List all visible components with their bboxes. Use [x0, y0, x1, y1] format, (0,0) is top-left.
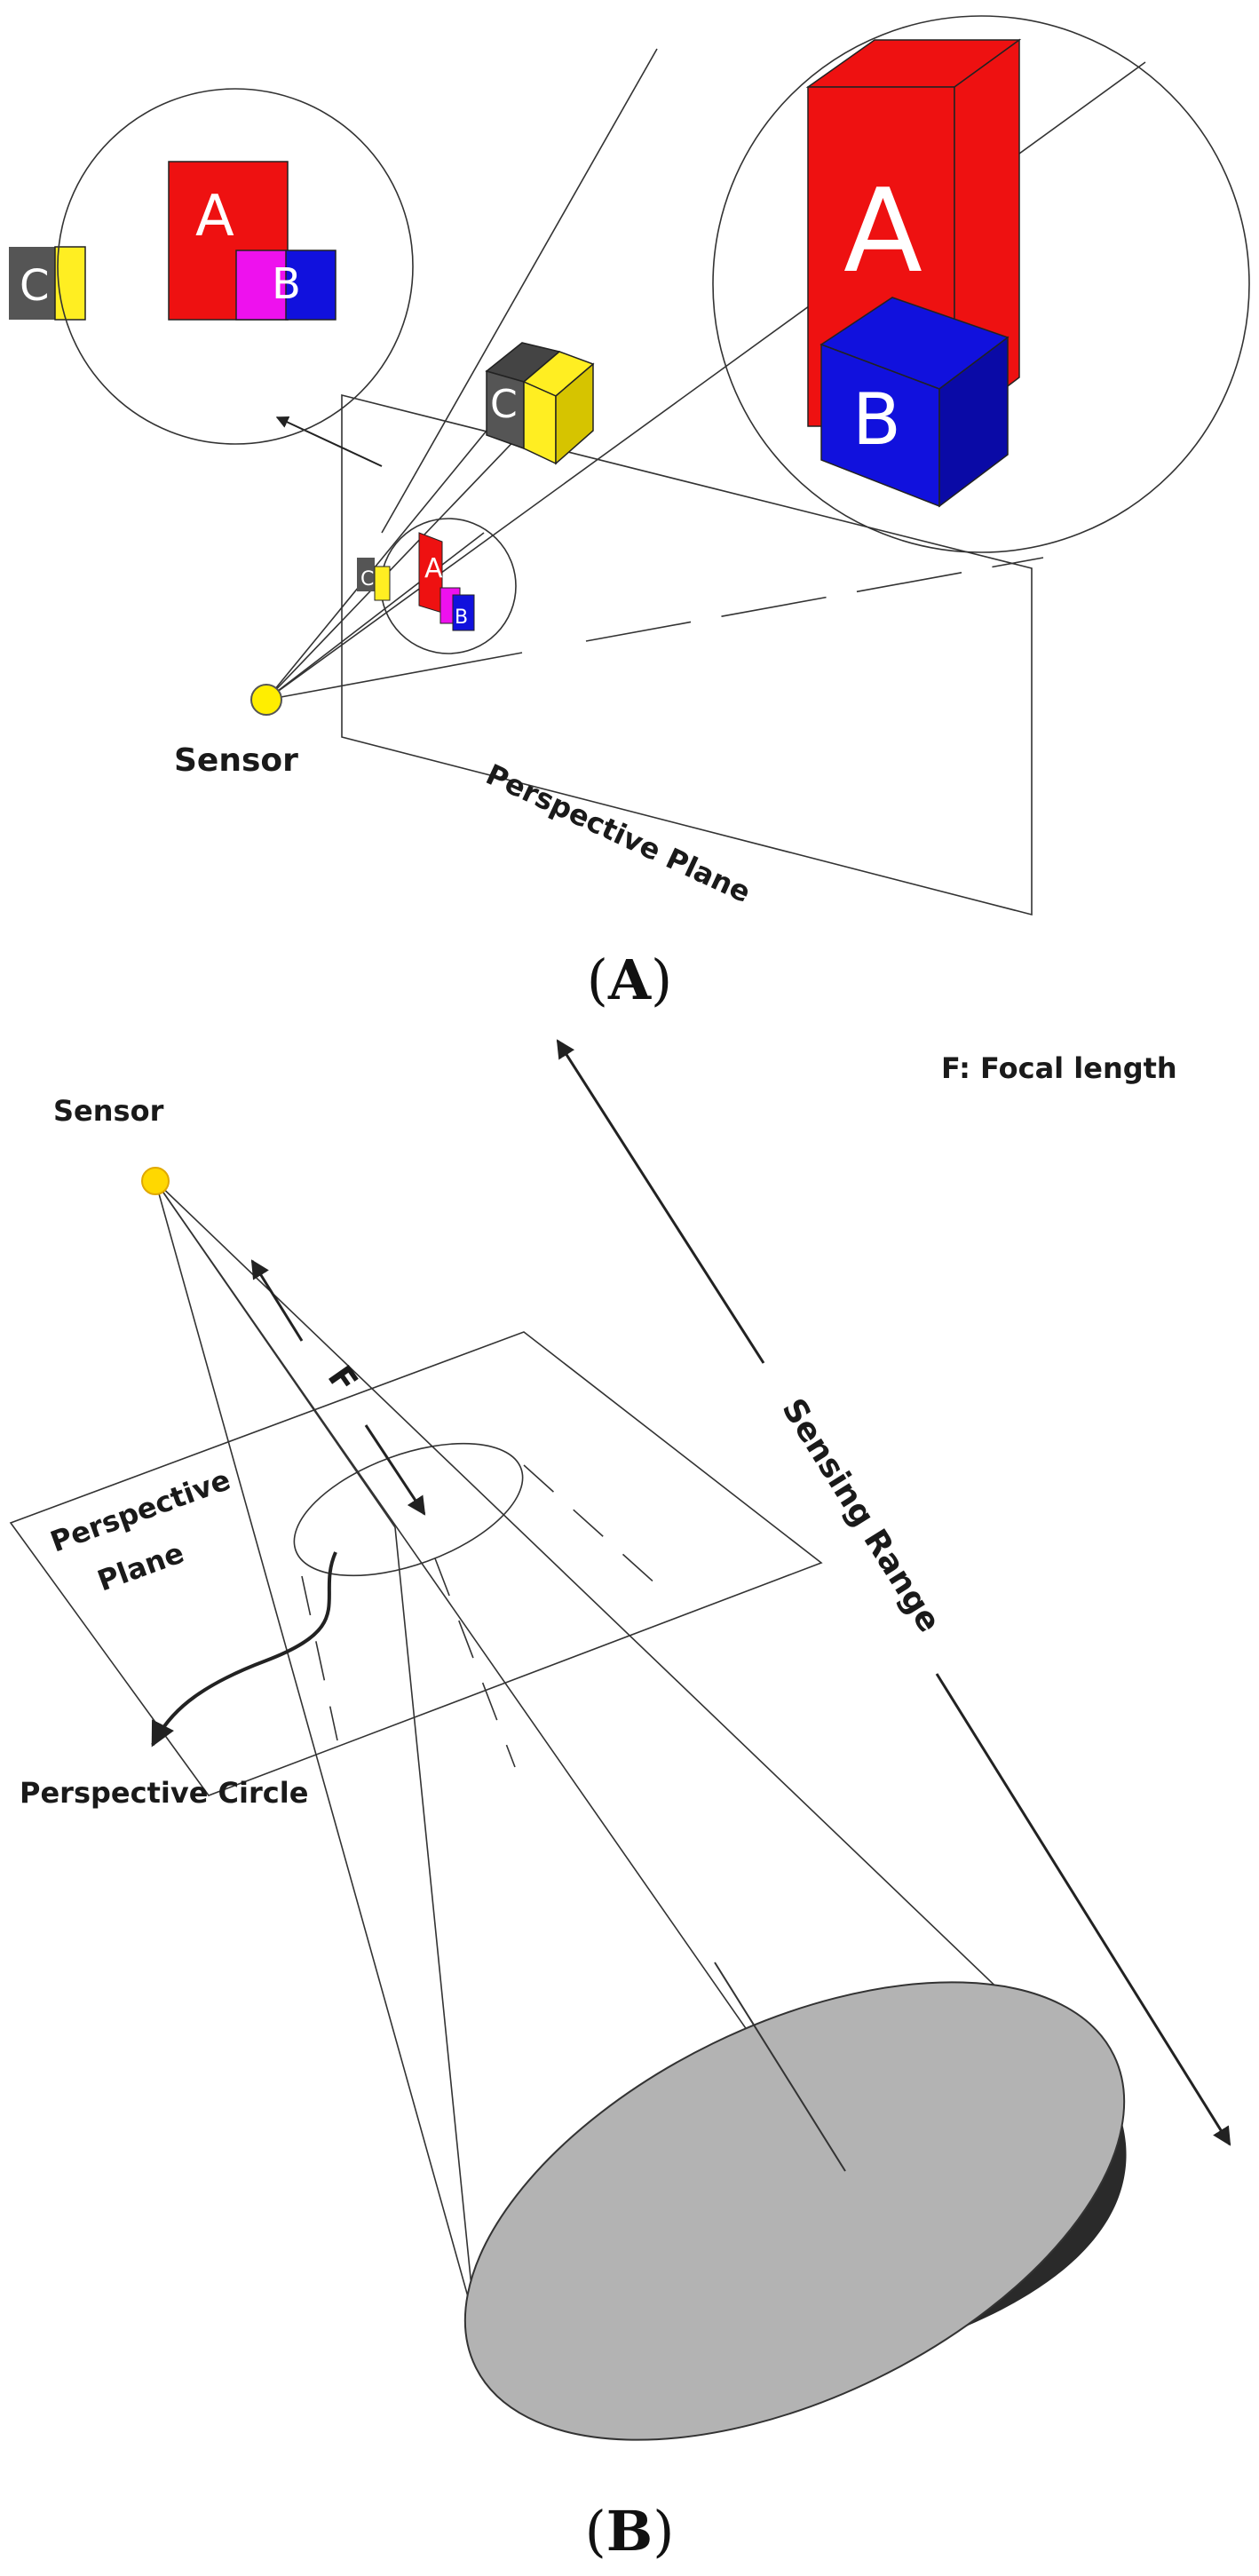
sensing-range-label: Sensing Range [774, 1392, 947, 1638]
sensing-dome [463, 1962, 1127, 2441]
cube-label-c: C [490, 382, 518, 427]
sensing-range-arrow-up [556, 1039, 765, 1364]
zoom-right-label-a: A [843, 163, 922, 298]
small-label-c: C [360, 568, 374, 590]
panel-a: C A B C A B C [9, 15, 1250, 1012]
caption-a: (A) [587, 947, 673, 1012]
zoom-circle-right: A B [712, 15, 1250, 553]
zoom-left-label-b: B [272, 259, 301, 309]
focal-length-legend: F: Focal length [941, 1051, 1177, 1085]
sensor-b [141, 1167, 170, 1195]
sensor-label-a: Sensor [174, 742, 298, 779]
small-label-a: A [424, 553, 443, 584]
caption-b: (B) [585, 2499, 675, 2564]
zoom-left-label-c: C [20, 261, 50, 311]
focal-arrow-down [364, 1424, 426, 1516]
zoom-arrow [275, 416, 383, 467]
focal-arrow-up [250, 1259, 304, 1342]
cone-lines [154, 1180, 1115, 2323]
panel-b: F: Focal length Sensing Range F [9, 1039, 1231, 2564]
plane-label-b-line2: Plane [93, 1535, 188, 1597]
zoom-right-label-b: B [852, 378, 901, 461]
circle-pointer-arrow [151, 1551, 337, 1748]
object-c-3d: C [485, 342, 595, 465]
plane-label-b-line1: Perspective [46, 1462, 235, 1558]
perspective-circle-small [380, 518, 517, 654]
small-projected-objects: C A B [357, 532, 475, 631]
sensor-a [250, 684, 282, 716]
perspective-circle-label: Perspective Circle [20, 1776, 308, 1810]
small-label-b: B [455, 606, 468, 629]
dashed-cone-lines [301, 1464, 658, 1768]
perspective-plane-a [341, 393, 1033, 916]
perspective-circle-b [293, 1442, 524, 1577]
zoom-circle-left: C A B [9, 88, 414, 445]
perspective-plane-b [9, 1331, 823, 1796]
sensing-range-arrow-down [935, 1673, 1231, 2146]
sensor-label-b: Sensor [53, 1094, 164, 1128]
zoom-left-label-a: A [195, 184, 234, 250]
